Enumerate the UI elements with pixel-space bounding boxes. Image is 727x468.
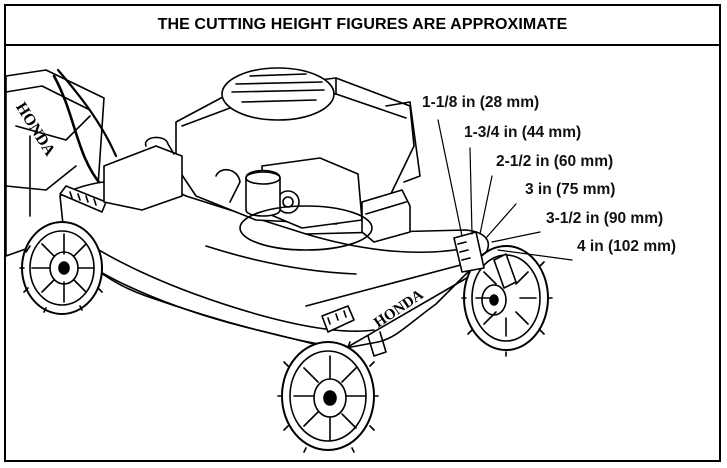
lawn-mower-illustration: HONDA HONDA [6,67,573,453]
height-label-102mm: 4 in (102 mm) [577,238,677,255]
rear-left-wheel [19,221,103,315]
leader-line-60mm [479,175,493,235]
leader-line-90mm [491,231,541,243]
height-label-28mm: 1-1/8 in (28 mm) [422,94,540,111]
fuel-tank [103,136,241,211]
height-adjust-plate [453,231,517,289]
height-lever-handle [493,253,517,289]
height-label-60mm: 2-1/2 in (60 mm) [496,153,614,170]
engine [175,67,421,251]
height-label-90mm: 3-1/2 in (90 mm) [546,210,664,227]
diagram-frame: THE CUTTING HEIGHT FIGURES ARE APPROXIMA… [4,4,721,462]
leader-lines [437,119,573,261]
leader-line-75mm [485,203,517,239]
leader-line-102mm [497,249,573,261]
page-title: THE CUTTING HEIGHT FIGURES ARE APPROXIMA… [6,6,719,46]
height-label-44mm: 1-3/4 in (44 mm) [464,124,582,141]
front-left-wheel [277,305,379,453]
leader-line-28mm [437,119,463,237]
height-label-75mm: 3 in (75 mm) [525,181,616,198]
leader-line-44mm [469,147,473,235]
control-cable [56,68,118,158]
